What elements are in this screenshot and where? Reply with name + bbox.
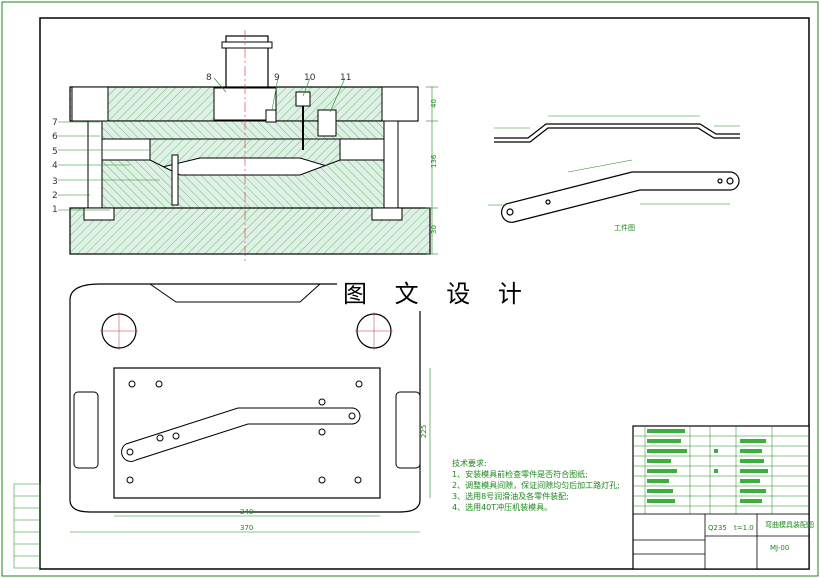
notes-heading: 技术要求: — [452, 459, 487, 468]
workpiece-label: 工件图 — [614, 223, 635, 232]
dim-section-h2: 136 — [430, 154, 438, 168]
part-number-labels: 1 2 3 4 5 6 7 8 9 10 11 — [52, 73, 351, 215]
dim-section-h3: 30 — [430, 225, 438, 234]
section-view: 40 136 30 — [58, 30, 438, 262]
part-number-11: 11 — [340, 73, 351, 83]
notes-item-4: 4、选用40T冲压机装模具。 — [452, 503, 553, 512]
dim-plan-inner: 240 — [240, 508, 253, 516]
technical-notes: 技术要求: 1、安装模具前检查零件是否符合图纸; 2、调整模具间隙，保证间隙均匀… — [452, 458, 620, 513]
dim-plan-outer: 370 — [240, 524, 253, 532]
part-number-10: 10 — [304, 73, 316, 83]
revision-block — [13, 483, 41, 569]
notes-item-2: 2、调整模具间隙，保证间隙均匀后加工路灯孔; — [452, 481, 620, 490]
notes-item-3: 3、选用8号润滑油及各零件装配; — [452, 492, 569, 501]
part-number-2: 2 — [52, 191, 58, 201]
part-number-7: 7 — [52, 118, 58, 128]
dim-plan-height: 225 — [420, 425, 428, 438]
part-number-3: 3 — [52, 177, 58, 187]
workpiece-side-view — [494, 115, 740, 143]
notes-item-1: 1、安装模具前检查零件是否符合图纸; — [452, 470, 588, 479]
material-text: Q235 — [708, 524, 727, 532]
overlay-watermark-title: 图 文 设 计 — [337, 272, 538, 311]
part-number-9: 9 — [274, 73, 280, 83]
inner-frame — [39, 17, 810, 570]
title-block: Q235 t=1.0 弯曲模具装配图 MJ-00 — [632, 425, 814, 570]
thickness-text: t=1.0 — [734, 524, 754, 532]
part-number-8: 8 — [206, 73, 212, 83]
plan-view: 240 370 225 — [69, 283, 431, 533]
drawing-number: MJ-00 — [770, 544, 789, 552]
part-number-1: 1 — [52, 205, 58, 215]
workpiece-plan-view — [488, 159, 740, 223]
dim-section-h1: 40 — [430, 99, 438, 108]
part-number-5: 5 — [52, 147, 58, 157]
drawing-name: 弯曲模具装配图 — [765, 520, 814, 529]
part-number-6: 6 — [52, 132, 58, 142]
part-number-4: 4 — [52, 161, 58, 171]
